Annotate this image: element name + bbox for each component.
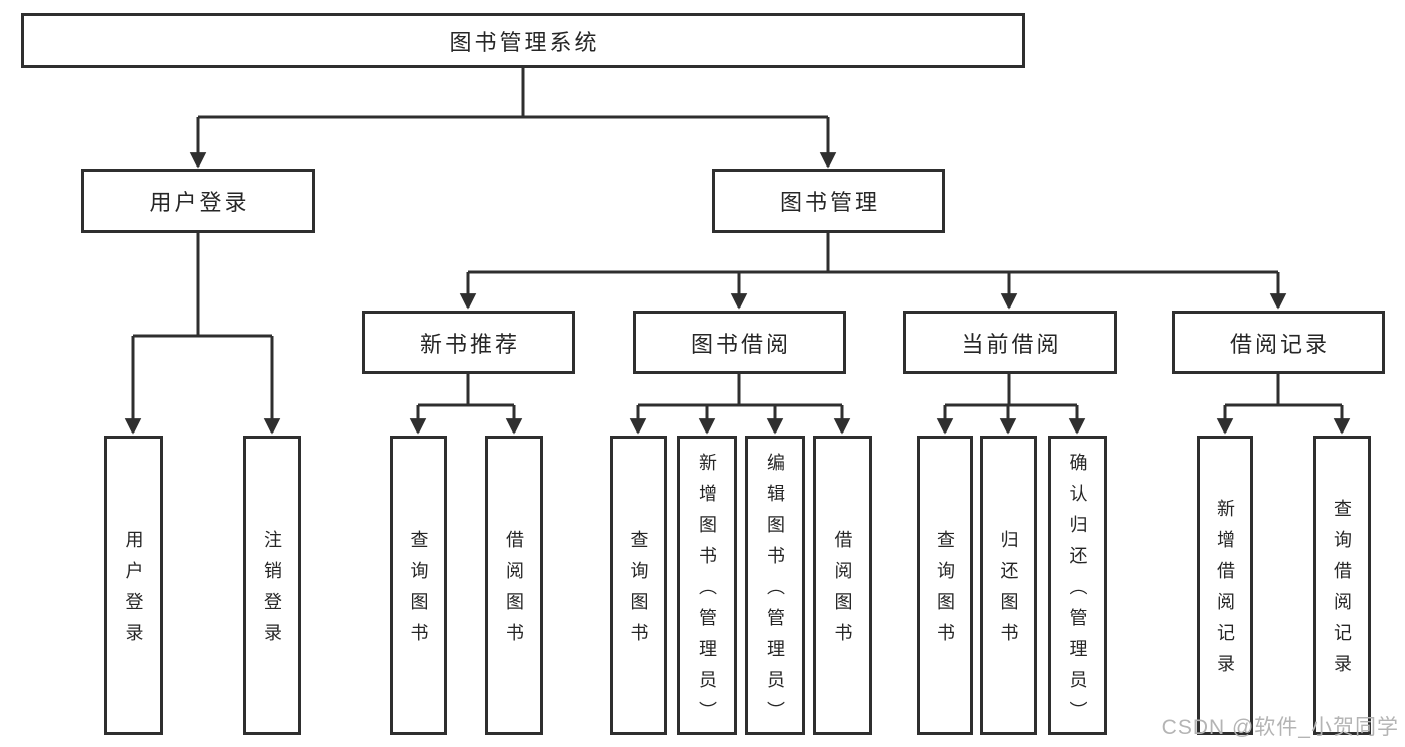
node-current-borrowing: 当前借阅: [903, 311, 1117, 374]
leaf-query-books-current: 查询图书: [917, 436, 973, 735]
node-library-management-system: 图书管理系统: [21, 13, 1025, 68]
leaf-edit-books-admin: 编辑图书（管理员）: [745, 436, 805, 735]
leaf-query-borrow-record: 查询借阅记录: [1313, 436, 1371, 735]
leaf-borrow-books: 借阅图书: [813, 436, 872, 735]
node-new-book-recommendation: 新书推荐: [362, 311, 575, 374]
node-label: 用户登录: [149, 190, 250, 215]
node-label: 借阅图书: [504, 530, 524, 654]
csdn-watermark: CSDN @软件_小贺同学: [1161, 716, 1399, 739]
node-book-management: 图书管理: [712, 169, 945, 233]
leaf-add-books-admin: 新增图书（管理员）: [677, 436, 737, 735]
node-label: 当前借阅: [961, 331, 1062, 357]
node-book-borrowing: 图书借阅: [633, 311, 846, 374]
node-label: 确认归还（管理员）: [1067, 452, 1088, 732]
leaf-logout: 注销登录: [243, 436, 301, 735]
node-label: 借阅图书: [832, 530, 853, 654]
leaf-confirm-return-admin: 确认归还（管理员）: [1048, 436, 1107, 735]
node-label: 注销登录: [262, 530, 282, 654]
node-label: 查询图书: [935, 530, 955, 654]
node-label: 用户登录: [123, 530, 144, 654]
node-label: 新增图书（管理员）: [697, 452, 717, 732]
node-label: 图书借阅: [690, 331, 791, 357]
node-label: 查询借阅记录: [1332, 499, 1352, 685]
node-user-login: 用户登录: [81, 169, 315, 233]
node-label: 图书管理: [779, 190, 880, 215]
leaf-query-books-recommendation: 查询图书: [390, 436, 447, 735]
leaf-query-books-borrowing: 查询图书: [610, 436, 667, 735]
node-borrowing-records: 借阅记录: [1172, 311, 1385, 374]
leaf-user-login: 用户登录: [104, 436, 163, 735]
leaf-return-books: 归还图书: [980, 436, 1037, 735]
node-label: 新书推荐: [419, 331, 520, 357]
leaf-add-borrow-record: 新增借阅记录: [1197, 436, 1253, 735]
leaf-borrow-books-recommendation: 借阅图书: [485, 436, 543, 735]
node-label: 编辑图书（管理员）: [765, 452, 785, 732]
node-label: 图书管理系统: [449, 29, 600, 55]
node-label: 新增借阅记录: [1215, 499, 1235, 685]
node-label: 查询图书: [408, 530, 429, 654]
node-label: 查询图书: [628, 530, 649, 654]
node-label: 归还图书: [998, 530, 1019, 654]
node-label: 借阅记录: [1229, 331, 1330, 357]
